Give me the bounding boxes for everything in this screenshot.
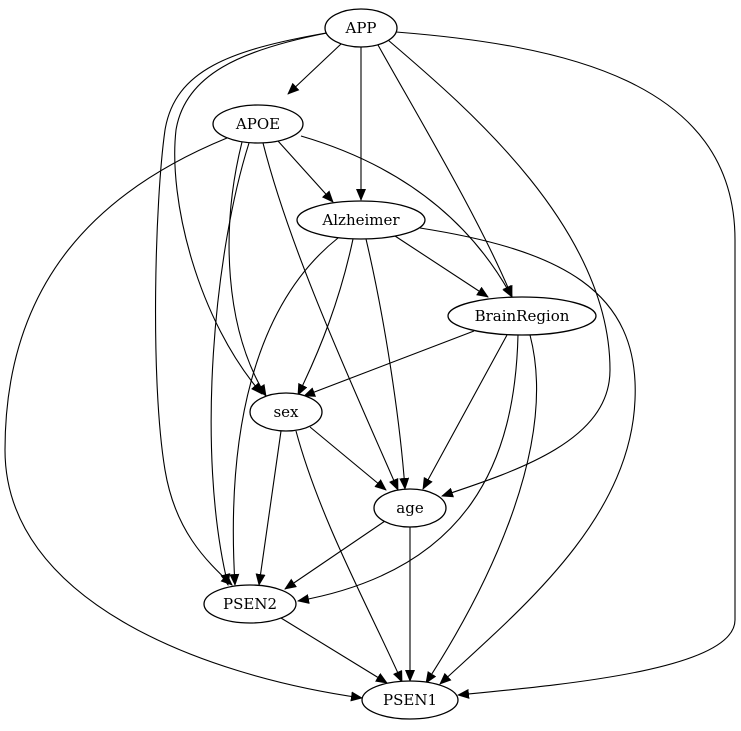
node-label-sex: sex — [273, 403, 299, 421]
edge-line — [300, 135, 513, 298]
edge-Alzheimer-to-PSEN1 — [419, 227, 636, 685]
node-PSEN1[interactable]: PSEN1 — [361, 680, 459, 720]
edge-APP-to-PSEN2 — [155, 32, 327, 586]
edge-line — [255, 430, 282, 586]
edge-line — [303, 330, 475, 397]
edge-APP-to-PSEN1 — [395, 31, 736, 699]
edge-line — [365, 238, 410, 490]
edge-line — [425, 334, 538, 684]
edge-line — [155, 32, 327, 586]
edge-line — [297, 238, 354, 396]
node-Alzheimer[interactable]: Alzheimer — [296, 200, 426, 240]
edge-line — [210, 142, 250, 586]
node-APOE[interactable]: APOE — [212, 104, 304, 144]
edge-BrainRegion-to-PSEN2 — [297, 334, 519, 604]
edge-age-to-PSEN2 — [284, 520, 386, 590]
edge-sex-to-age — [309, 426, 387, 491]
edge-APP-to-BrainRegion — [377, 44, 513, 298]
edge-line — [422, 334, 508, 490]
node-label-Alzheimer: Alzheimer — [321, 211, 400, 229]
edge-line — [284, 520, 386, 590]
edge-sex-to-PSEN2 — [255, 430, 282, 586]
node-PSEN2[interactable]: PSEN2 — [203, 584, 297, 624]
edge-APOE-to-sex — [228, 141, 267, 397]
edge-Alzheimer-to-BrainRegion — [394, 235, 489, 298]
edge-sex-to-PSEN1 — [295, 430, 403, 683]
node-label-age: age — [396, 499, 424, 517]
edge-line — [295, 430, 403, 683]
node-label-PSEN1: PSEN1 — [383, 691, 437, 709]
edge-line — [377, 44, 513, 298]
edge-line — [262, 142, 399, 491]
edge-BrainRegion-to-age — [422, 334, 508, 490]
node-BrainRegion[interactable]: BrainRegion — [447, 296, 597, 336]
edge-APOE-to-Alzheimer — [277, 140, 334, 203]
edge-line — [297, 334, 519, 604]
edge-line — [419, 227, 636, 685]
edge-line — [287, 43, 342, 95]
node-label-APP: APP — [344, 19, 376, 37]
edge-APOE-to-age — [262, 142, 399, 491]
edge-BrainRegion-to-sex — [303, 330, 475, 397]
edge-APP-to-APOE — [287, 43, 342, 95]
edge-APOE-to-PSEN1 — [4, 137, 363, 702]
node-label-APOE: APOE — [235, 115, 280, 133]
edge-BrainRegion-to-PSEN1 — [425, 334, 538, 684]
node-label-BrainRegion: BrainRegion — [475, 307, 570, 325]
edge-Alzheimer-to-PSEN2 — [229, 237, 339, 586]
edges — [4, 31, 736, 702]
edge-Alzheimer-to-sex — [297, 238, 354, 396]
edge-line — [228, 141, 267, 397]
edge-Alzheimer-to-age — [365, 238, 410, 490]
edge-line — [394, 235, 489, 298]
node-label-PSEN2: PSEN2 — [223, 595, 277, 613]
edge-APOE-to-PSEN2 — [210, 142, 250, 586]
node-sex[interactable]: sex — [249, 392, 323, 432]
edge-line — [309, 426, 387, 491]
edge-line — [280, 617, 388, 684]
node-APP[interactable]: APP — [324, 8, 398, 48]
nodes: APP APOE Alzheimer BrainRegion sex age P… — [203, 8, 597, 720]
edge-line — [277, 140, 334, 203]
edge-line — [229, 237, 339, 586]
edge-PSEN2-to-PSEN1 — [280, 617, 388, 684]
edge-line — [4, 137, 363, 702]
node-age[interactable]: age — [373, 488, 447, 528]
edge-line — [395, 31, 736, 699]
edge-APOE-to-BrainRegion — [300, 135, 513, 298]
